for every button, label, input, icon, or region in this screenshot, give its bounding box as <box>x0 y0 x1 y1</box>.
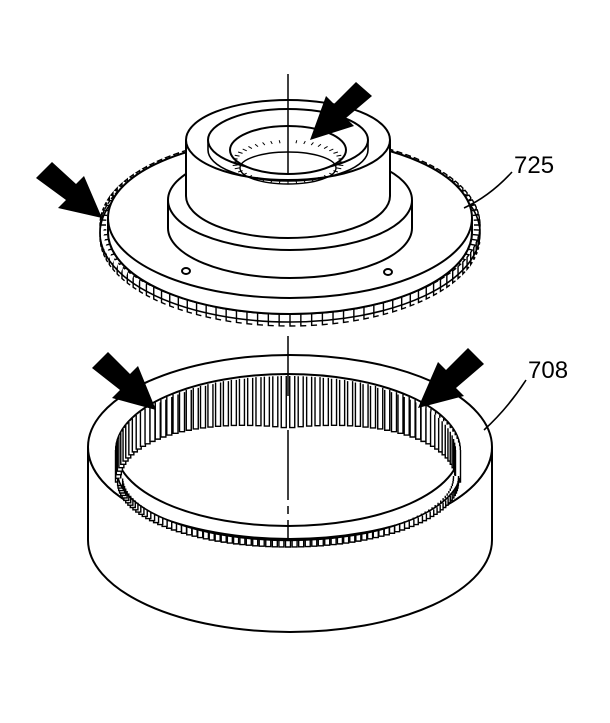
internal-spline <box>307 377 312 427</box>
internal-spline <box>298 376 303 427</box>
internal-spline <box>290 376 295 428</box>
internal-spline <box>186 390 191 430</box>
internal-spline <box>167 397 172 435</box>
arrow-icon <box>418 348 484 408</box>
part-number-725: 725 <box>514 154 554 178</box>
internal-spline <box>391 392 396 432</box>
leader-708 <box>484 380 526 430</box>
internal-spline <box>332 379 337 426</box>
internal-spline <box>264 377 269 427</box>
internal-spline <box>239 379 244 426</box>
internal-spline <box>201 386 206 428</box>
carrier-725 <box>100 100 480 326</box>
internal-spline <box>256 377 261 426</box>
internal-spline <box>150 405 155 441</box>
internal-spline <box>216 383 221 427</box>
internal-spline <box>173 395 178 434</box>
arrow-icon <box>36 162 102 218</box>
internal-spline <box>378 388 383 429</box>
internal-spline <box>155 402 160 439</box>
internal-spline <box>248 378 253 426</box>
internal-spline <box>371 386 376 428</box>
internal-spline <box>340 380 345 426</box>
part-number-708: 708 <box>528 359 568 383</box>
internal-spline <box>410 400 415 437</box>
internal-spline <box>363 384 368 427</box>
internal-spline <box>323 378 328 426</box>
internal-spline <box>348 381 353 426</box>
internal-spline <box>208 384 213 427</box>
internal-spline <box>193 388 198 429</box>
internal-spline <box>281 376 286 428</box>
internal-spline <box>315 377 320 426</box>
internal-spline <box>223 381 228 426</box>
internal-spline <box>231 380 236 426</box>
internal-spline <box>404 397 409 435</box>
internal-spline <box>273 376 278 427</box>
internal-spline <box>161 400 166 437</box>
internal-spline <box>355 383 360 427</box>
internal-spline <box>398 395 403 434</box>
bolt-hole <box>384 269 392 275</box>
internal-spline <box>180 392 185 432</box>
internal-spline <box>385 390 390 430</box>
bolt-hole <box>182 268 190 274</box>
